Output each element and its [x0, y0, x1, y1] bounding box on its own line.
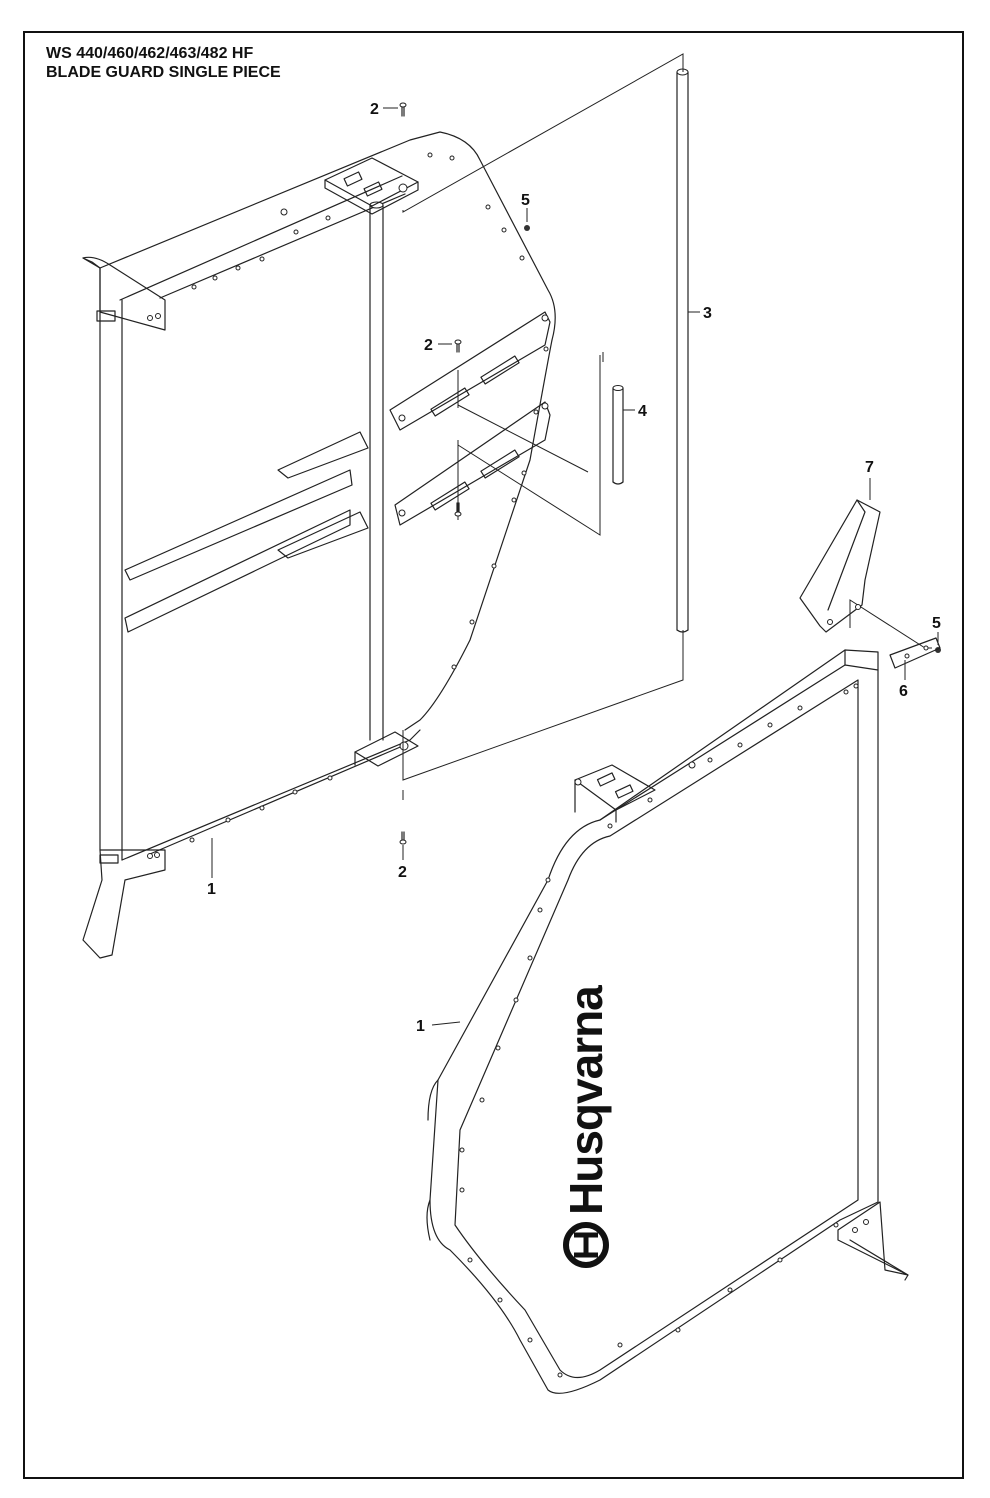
screw-icons	[399, 102, 941, 845]
deflector-part-7	[799, 499, 881, 633]
brand-wordmark: Husqvarna	[560, 985, 612, 1215]
page-title: WS 440/460/462/463/482 HF BLADE GUARD SI…	[46, 44, 281, 82]
callout-1-left: 1	[207, 881, 216, 898]
husqvarna-logo: Husqvarna	[560, 985, 612, 1268]
title-model-line: WS 440/460/462/463/482 HF	[46, 45, 254, 62]
callout-3: 3	[703, 305, 712, 322]
blade-guard-inner-frame	[82, 131, 556, 959]
callout-1-right: 1	[416, 1018, 425, 1035]
center-brackets	[277, 311, 551, 559]
callout-5-top: 5	[521, 192, 530, 209]
pipe-part-3	[676, 68, 689, 633]
husqvarna-crown-logo-icon	[563, 1222, 609, 1268]
callout-5-right: 5	[932, 615, 941, 632]
assembly-guide-lines	[402, 53, 932, 800]
callout-2-mid: 2	[424, 337, 433, 354]
blade-guard-cover	[426, 649, 909, 1394]
screw-icon	[524, 225, 530, 231]
callout-4: 4	[638, 403, 647, 420]
callout-6: 6	[899, 683, 908, 700]
callout-leaders	[211, 107, 939, 1026]
screw-icon	[399, 831, 407, 845]
pipe-part-4	[612, 385, 624, 485]
drawing-frame	[23, 31, 964, 1479]
rivet-holes-top	[191, 152, 549, 670]
callout-2-top: 2	[370, 101, 379, 118]
screw-icon	[399, 102, 407, 117]
callout-7: 7	[865, 459, 874, 476]
screw-icon	[454, 502, 462, 517]
rivet-holes-cover	[459, 683, 859, 1378]
clip-part-6	[889, 637, 941, 669]
screw-icon	[454, 339, 462, 353]
title-part-line: BLADE GUARD SINGLE PIECE	[46, 64, 281, 81]
callout-2-bottom: 2	[398, 864, 407, 881]
rivet-holes-bottom	[189, 775, 333, 843]
